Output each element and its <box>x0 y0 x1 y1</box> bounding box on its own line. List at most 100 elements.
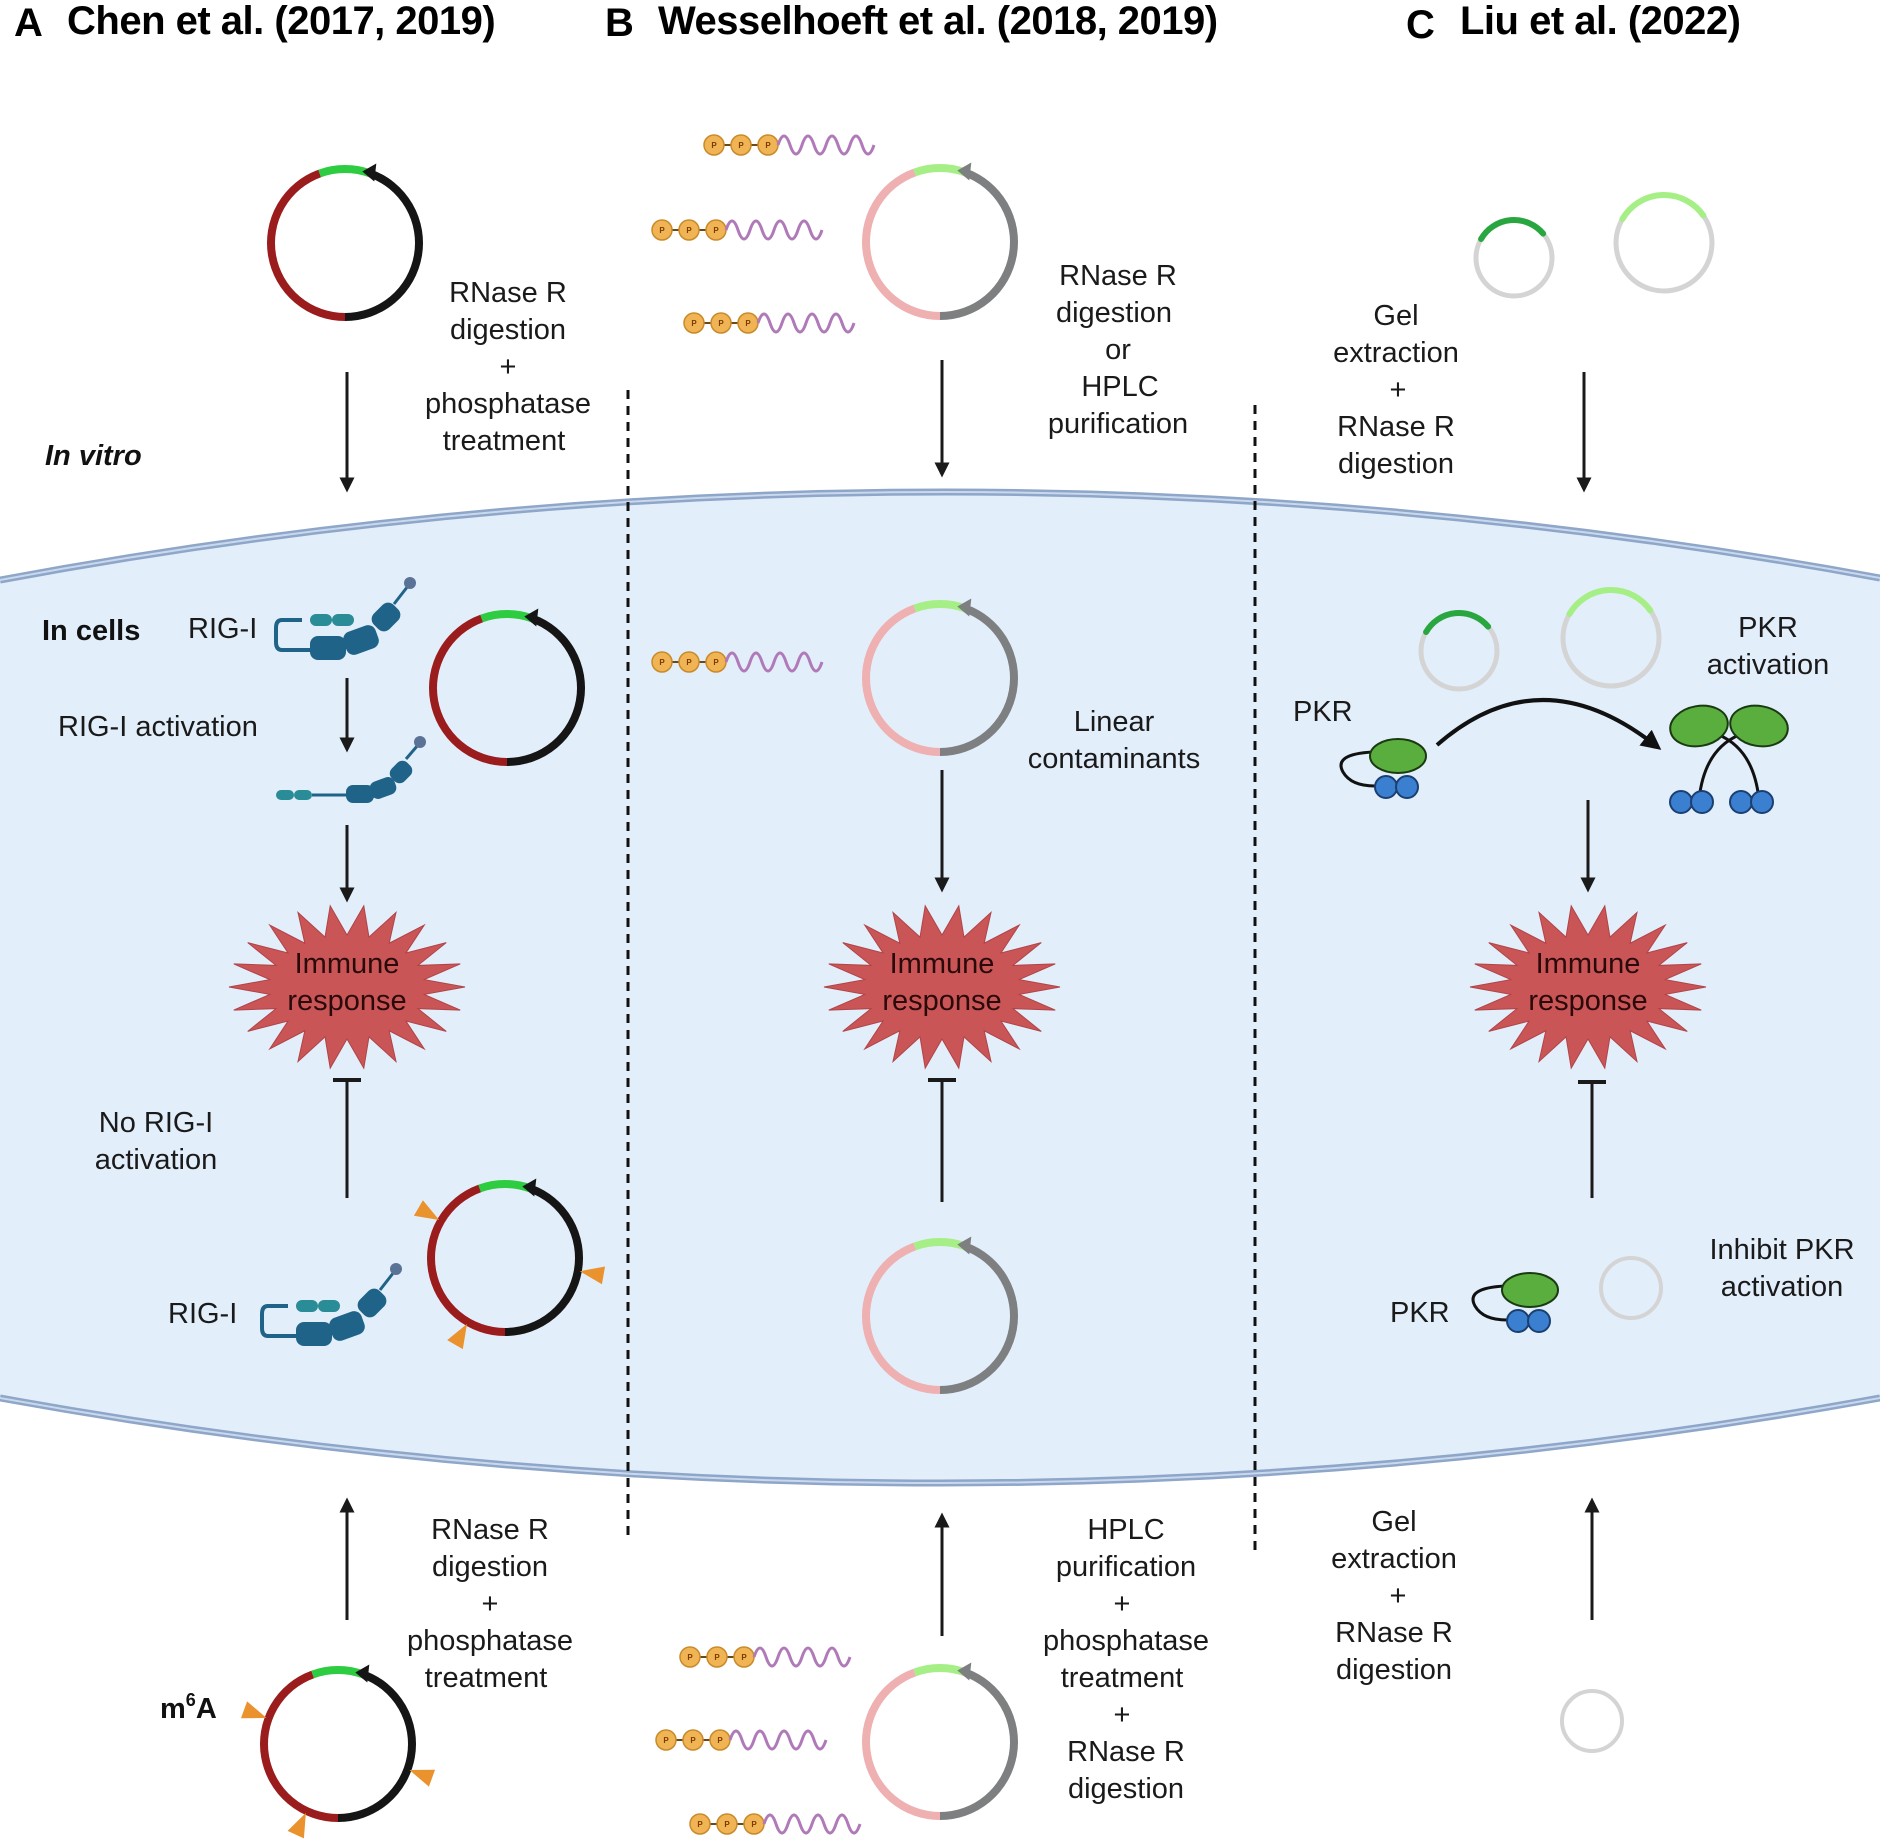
inhibit-pkr-label: activation <box>1721 1271 1844 1303</box>
m6a-label-a: A <box>196 1693 217 1725</box>
method-line: Gel <box>1373 300 1418 332</box>
circrna-ring <box>1560 1689 1624 1753</box>
method-line: or <box>1105 334 1131 366</box>
pkr-dimer-icon <box>1669 704 1789 814</box>
circrna-large-icon <box>1560 587 1662 689</box>
method-line: digestion <box>432 1551 548 1583</box>
method-line: + <box>1114 1699 1131 1731</box>
panel-b-letter: B <box>605 1 633 45</box>
phosphate-icon <box>716 1813 738 1835</box>
pkr-label: PKR <box>1293 696 1353 728</box>
starburst-shape <box>228 904 466 1070</box>
rigi-helicase-domain <box>369 777 397 799</box>
circrna-direction-arrowhead <box>957 1236 972 1255</box>
rigi-card-domain <box>276 790 294 800</box>
circrna-direction-arrowhead <box>524 608 539 627</box>
inhibit-bar-icon <box>928 1078 956 1202</box>
circrna-3prime-arc <box>939 1668 1018 1820</box>
method-line: phosphatase <box>1043 1625 1209 1657</box>
method-line: digestion <box>450 314 566 346</box>
immune-response-text: Immune <box>295 948 400 980</box>
circrna-direction-arrowhead <box>957 598 972 617</box>
phosphate-icon <box>683 312 705 334</box>
circrna-direction-arrowhead <box>362 163 377 182</box>
immune-response-text: response <box>882 985 1001 1017</box>
method-line: extraction <box>1331 1543 1457 1575</box>
pkr-dsrbd <box>1506 1309 1530 1333</box>
rigi-protein-icon <box>260 1263 402 1346</box>
rigi-tip <box>390 1263 402 1275</box>
phosphate-icon <box>655 1729 677 1751</box>
method-line: purification <box>1056 1551 1196 1583</box>
circrna-direction-arrowhead <box>522 1178 537 1197</box>
circrna-5prime-arc <box>862 1668 941 1820</box>
circrna-direction-arrowhead <box>957 1662 972 1681</box>
rigi-card-domain <box>310 614 332 626</box>
circrna-3prime-arc <box>337 1670 416 1822</box>
pkr-dsrbd <box>1395 775 1419 799</box>
method-line: RNase R <box>1337 411 1455 443</box>
method-line: RNase R <box>1335 1617 1453 1649</box>
pkr-dsrbd <box>1669 790 1693 814</box>
panel-b-title: Wesselhoeft et al. (2018, 2019) <box>658 0 1218 43</box>
pkr-kinase-domain <box>1369 738 1427 774</box>
panel-c-title: Liu et al. (2022) <box>1460 0 1740 43</box>
phosphate-icon <box>706 1646 728 1668</box>
method-line: digestion <box>1068 1773 1184 1805</box>
rigi-card-domain <box>318 1300 340 1312</box>
phosphate-label: P <box>711 141 717 150</box>
immune-response-text: response <box>1528 985 1647 1017</box>
rigi-activation-label: RIG-I activation <box>58 711 258 743</box>
cell-membrane-bottom-inner <box>0 1397 1880 1484</box>
phosphate-icon <box>703 134 725 156</box>
m6a-marker-icon <box>447 1323 467 1350</box>
phosphate-icon <box>678 651 700 673</box>
pkr-kinase-domain <box>1729 704 1789 748</box>
rna-strand <box>762 1813 862 1835</box>
panel-a-top-method: RNase R digestion + phosphatase treatmen… <box>425 277 591 457</box>
phosphate-label: P <box>718 319 724 328</box>
phosphate-label: P <box>697 1820 703 1829</box>
immune-response-burst <box>228 904 466 1070</box>
pkr-monomer-icon <box>1339 738 1427 799</box>
rigi-label-bottom: RIG-I <box>168 1298 237 1330</box>
circrna-direction-arrowhead <box>957 162 972 181</box>
method-line: + <box>1114 1588 1131 1620</box>
pkr-linker <box>1471 1284 1508 1322</box>
curved-arrow-icon <box>1435 698 1662 750</box>
rigi-tip <box>404 577 416 589</box>
rna-strand <box>752 1646 852 1668</box>
phosphate-icon <box>679 1646 701 1668</box>
circrna-icon <box>862 1662 1018 1820</box>
phosphate-label: P <box>724 1820 730 1829</box>
phosphate-label: P <box>691 319 697 328</box>
rigi-label: RIG-I <box>188 613 257 645</box>
method-line: extraction <box>1333 337 1459 369</box>
circrna-3prime-arc <box>939 604 1018 756</box>
method-line: RNase R <box>449 277 567 309</box>
immune-response-burst <box>823 904 1061 1070</box>
rigi-helicase-domain <box>310 636 346 660</box>
panel-c-bottom-method: Gel extraction + RNase R digestion <box>1331 1506 1457 1686</box>
method-line: purification <box>1048 408 1188 440</box>
phosphate-icon <box>651 651 673 673</box>
method-line: treatment <box>1061 1662 1184 1694</box>
rigi-activated-icon <box>276 736 426 803</box>
circrna-icon <box>429 608 585 766</box>
panel-a-letter: A <box>14 1 42 45</box>
method-line: + <box>482 1588 499 1620</box>
panel-b-bottom-method: HPLC purification + phosphatase treatmen… <box>1043 1514 1209 1805</box>
method-line: Gel <box>1371 1506 1416 1538</box>
method-line: HPLC <box>1081 371 1158 403</box>
m6a-label-m: m <box>160 1693 186 1725</box>
inhibit-bar-icon <box>333 1078 361 1198</box>
rigi-stalk <box>404 744 420 760</box>
circrna-3prime-arc <box>939 1242 1018 1394</box>
circrna-5prime-arc <box>862 1242 941 1394</box>
inhibit-bar-icon <box>1578 1080 1606 1198</box>
method-line: + <box>500 351 517 383</box>
